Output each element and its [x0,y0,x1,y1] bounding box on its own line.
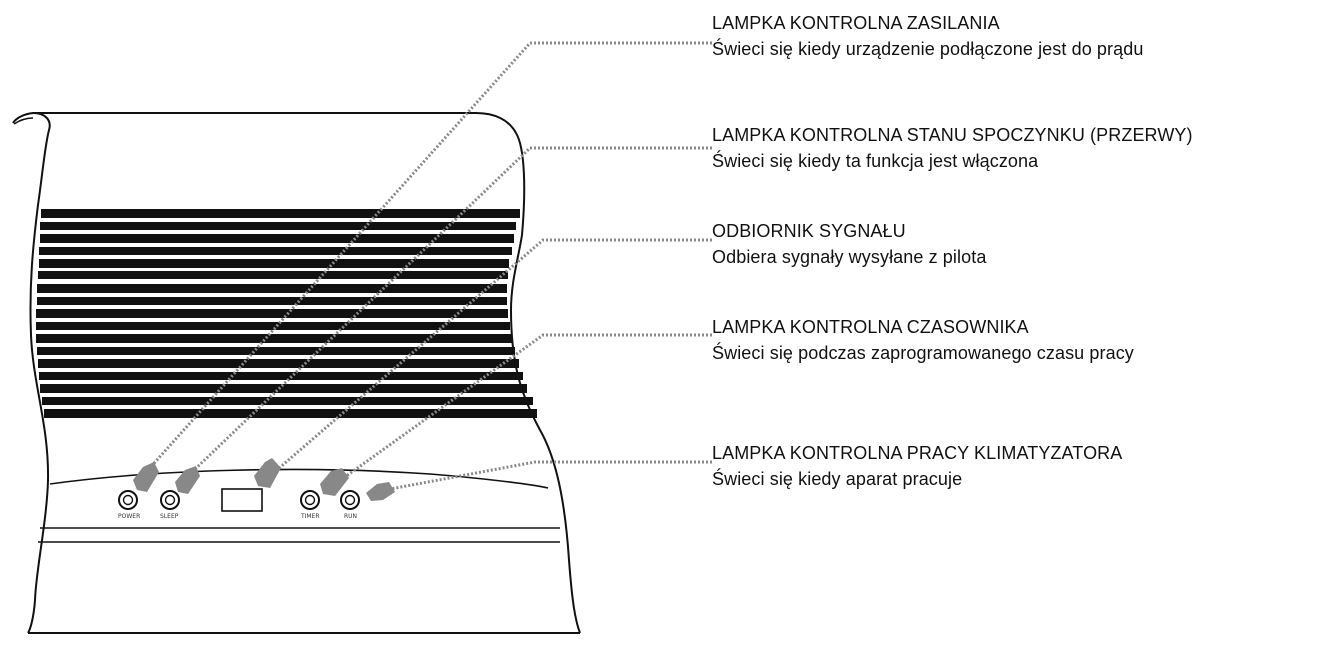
callout-power-indicator: LAMPKA KONTROLNA ZASILANIA Świeci się ki… [712,10,1322,62]
timer-indicator: TIMER [300,490,320,520]
leader-line-timer [337,333,712,484]
leader-line-run [384,460,712,492]
leader-line-signal [269,238,712,478]
leader-line-sleep [188,146,712,476]
arrow-run-indicator [366,482,395,501]
timer-label: TIMER [300,513,320,520]
arrow-power-indicator [133,462,159,492]
callout-title: LAMPKA KONTROLNA STANU SPOCZYNKU (PRZERW… [712,125,1193,145]
callout-title: LAMPKA KONTROLNA CZASOWNIKA [712,317,1029,337]
callout-description: Świeci się kiedy ta funkcja jest włączon… [712,151,1039,171]
sleep-indicator: SLEEP [160,490,180,520]
power-label: POWER [118,513,140,520]
signal-receiver-window [221,488,263,512]
callout-timer-indicator: LAMPKA KONTROLNA CZASOWNIKA Świeci się p… [712,314,1322,366]
callout-title: ODBIORNIK SYGNAŁU [712,221,906,241]
callout-title: LAMPKA KONTROLNA ZASILANIA [712,13,1000,33]
leader-lines [146,41,712,492]
callout-run-indicator: LAMPKA KONTROLNA PRACY KLIMATYZATORA Świ… [712,440,1322,492]
callout-arrows [133,458,395,501]
callout-signal-receiver: ODBIORNIK SYGNAŁU Odbiera sygnały wysyła… [712,218,1322,270]
top-shell-edge [13,117,34,125]
run-label: RUN [344,513,357,520]
run-indicator: RUN [340,490,360,520]
callout-sleep-indicator: LAMPKA KONTROLNA STANU SPOCZYNKU (PRZERW… [712,122,1322,174]
arrow-timer-indicator [320,468,349,496]
sleep-label: SLEEP [160,513,179,520]
ventilation-grille [36,209,537,418]
control-panel-top-edge [49,468,549,489]
arrow-sleep-indicator [175,466,200,494]
callout-description: Odbiera sygnały wysyłane z pilota [712,247,987,267]
arrow-signal-receiver [254,458,281,488]
unit-left-side [27,112,51,634]
callout-description: Świeci się kiedy aparat pracuje [712,469,963,489]
callout-description: Świeci się kiedy urządzenie podłączone j… [712,39,1144,59]
leader-line-power [146,41,712,472]
power-indicator: POWER [118,490,140,520]
unit-outline [12,112,581,634]
callout-description: Świeci się podczas zaprogramowanego czas… [712,343,1134,363]
callout-title: LAMPKA KONTROLNA PRACY KLIMATYZATORA [712,443,1123,463]
